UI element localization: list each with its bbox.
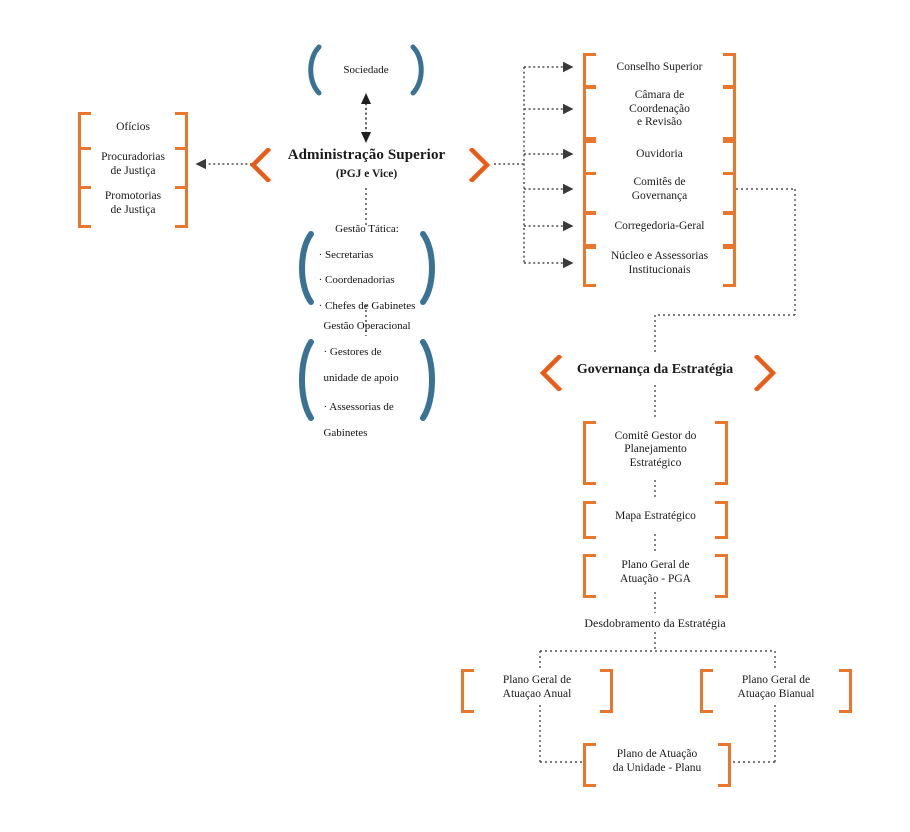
bracket-left-icon (78, 112, 91, 150)
paren-right-icon (419, 230, 441, 306)
bracket-left-icon (583, 85, 596, 140)
connector-sociedade-admin (361, 93, 371, 143)
bracket-left-icon (583, 554, 596, 598)
gestao-tatica-heading: Gestão Tática: (335, 222, 399, 235)
bracket-right-icon (718, 743, 731, 787)
bracket-right-icon (723, 53, 736, 89)
camara-label: Câmara de Coordenação e Revisão (629, 89, 690, 129)
bracket-left-icon (583, 212, 596, 247)
node-gestao-tatica[interactable]: Gestão Tática: · Secretarias · Coordenad… (297, 223, 437, 312)
gestao-operacional-item: · Gestores de (323, 345, 382, 358)
node-plano-atuacao-unidade-planu[interactable]: Plano de Atuação da Unidade - Planu (583, 743, 731, 787)
node-comites-de-governanca[interactable]: Comitês de Governança (583, 172, 736, 214)
connector-admin-right-column (494, 61, 574, 269)
bracket-left-icon (583, 501, 596, 539)
bracket-left-icon (583, 53, 596, 89)
node-conselho-superior[interactable]: Conselho Superior (583, 53, 736, 89)
admin-superior-title: Administração Superior (287, 147, 446, 163)
admin-superior-subtitle: (PGJ e Vice) (335, 168, 398, 180)
bracket-right-icon (723, 246, 736, 287)
bracket-right-icon (600, 669, 613, 713)
governanca-estrategia-title: Governança da Estratégia (576, 362, 734, 377)
node-gestao-operacional[interactable]: Gestão Operacional · Gestores de unidade… (297, 320, 437, 439)
gestao-operacional-content: Gestão Operacional · Gestores de unidade… (303, 307, 430, 454)
node-oficios[interactable]: Ofícios (78, 112, 188, 150)
oficios-label: Ofícios (116, 121, 150, 134)
node-promotorias-de-justica[interactable]: Promotorias de Justiça (78, 186, 188, 228)
node-comite-gestor-planejamento-estrategico[interactable]: Comitê Gestor do Planejamento Estratégic… (583, 421, 728, 485)
promotorias-label: Promotorias de Justiça (104, 190, 162, 216)
paren-left-icon (293, 230, 315, 306)
sociedade-label: Sociedade (343, 63, 389, 76)
procuradorias-label: Procuradorias de Justiça (101, 151, 165, 177)
node-corregedoria-geral[interactable]: Corregedoria-Geral (583, 212, 736, 247)
paren-left-icon (301, 44, 323, 96)
bracket-right-icon (723, 140, 736, 175)
bracket-left-icon (78, 186, 91, 228)
ouvidoria-label: Ouvidoria (636, 147, 683, 160)
gestao-tatica-content: Gestão Tática: · Secretarias · Coordenad… (299, 210, 436, 327)
paren-left-icon (293, 338, 315, 422)
bracket-right-icon (723, 85, 736, 140)
bracket-left-icon (700, 669, 713, 713)
comite-gestor-label: Comitê Gestor do Planejamento Estratégic… (614, 429, 697, 469)
paren-right-icon (409, 44, 431, 96)
node-plano-geral-atuacao-bianual[interactable]: Plano Geral de Atuaçao Bianual (700, 669, 852, 713)
chevron-left-icon (538, 355, 564, 391)
nucleo-assessorias-label: Núcleo e Assessorias Institucionais (610, 249, 709, 276)
mapa-estrategico-label: Mapa Estratégico (615, 510, 696, 523)
gestao-tatica-item: · Coordenadorias (318, 274, 395, 287)
bracket-right-icon (723, 172, 736, 214)
gestao-operacional-item: · Assessorias de (323, 401, 394, 414)
gestao-operacional-heading: Gestão Operacional (323, 319, 411, 332)
bracket-right-icon (715, 501, 728, 539)
gestao-tatica-item: · Secretarias (318, 248, 374, 261)
bracket-left-icon (583, 421, 596, 485)
chevron-right-icon (752, 355, 778, 391)
bracket-right-icon (839, 669, 852, 713)
bracket-right-icon (175, 186, 188, 228)
bracket-left-icon (583, 172, 596, 214)
node-nucleo-assessorias-institucionais[interactable]: Núcleo e Assessorias Institucionais (583, 246, 736, 287)
node-sociedade[interactable]: Sociedade (305, 44, 427, 96)
paren-right-icon (419, 338, 441, 422)
comites-governanca-label: Comitês de Governança (631, 176, 688, 202)
node-ouvidoria[interactable]: Ouvidoria (583, 140, 736, 175)
pga-label: Plano Geral de Atuação - PGA (620, 559, 691, 585)
bracket-right-icon (175, 112, 188, 150)
node-mapa-estrategico[interactable]: Mapa Estratégico (583, 501, 728, 539)
planu-label: Plano de Atuação da Unidade - Planu (612, 748, 702, 774)
node-plano-geral-atuacao-pga[interactable]: Plano Geral de Atuação - PGA (583, 554, 728, 598)
plano-bianual-label: Plano Geral de Atuaçao Bianual (737, 674, 815, 700)
node-camara-coordenacao-revisao[interactable]: Câmara de Coordenação e Revisão (583, 85, 736, 140)
node-procuradorias-de-justica[interactable]: Procuradorias de Justiça (78, 147, 188, 189)
gestao-operacional-item: unidade de apoio (323, 371, 399, 384)
chevron-right-icon (468, 148, 492, 182)
corregedoria-geral-label: Corregedoria-Geral (614, 219, 705, 232)
bracket-right-icon (715, 554, 728, 598)
node-plano-geral-atuacao-anual[interactable]: Plano Geral de Atuaçao Anual (461, 669, 613, 713)
bracket-right-icon (723, 212, 736, 247)
bracket-left-icon (583, 246, 596, 287)
conselho-superior-label: Conselho Superior (616, 61, 703, 74)
desdobramento-estrategia-label: Desdobramento da Estratégia (584, 616, 726, 630)
bracket-left-icon (583, 743, 596, 787)
bracket-left-icon (583, 140, 596, 175)
plano-anual-label: Plano Geral de Atuaçao Anual (502, 674, 572, 700)
gestao-tatica-item: · Chefes de Gabinetes (318, 300, 416, 313)
bracket-right-icon (715, 421, 728, 485)
chevron-left-icon (248, 148, 272, 182)
connector-desdobramento-plans (539, 632, 776, 668)
gestao-operacional-item: Gabinetes (323, 427, 368, 440)
bracket-left-icon (461, 669, 474, 713)
